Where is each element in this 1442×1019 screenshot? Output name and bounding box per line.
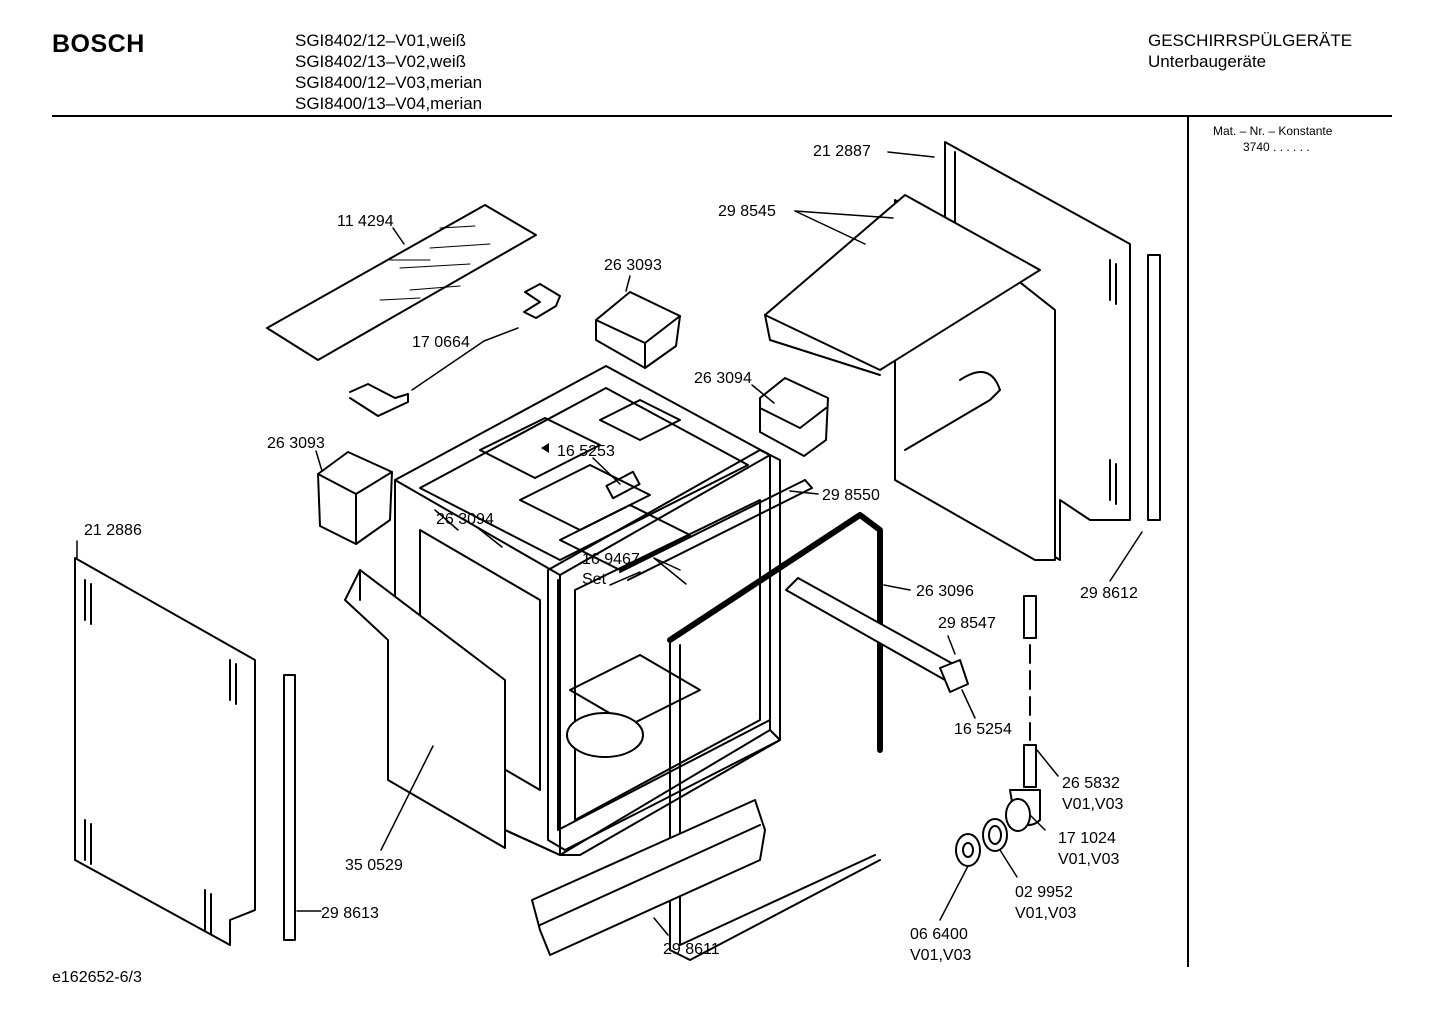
mounting-bracket	[349, 283, 561, 417]
brand-logo: BOSCH	[52, 30, 145, 58]
part-label: 26 5832 V01,V03	[1062, 775, 1124, 813]
model-line: SGI8402/12–V01,weiß	[295, 31, 467, 50]
header-rule	[52, 115, 1392, 117]
model-line: SGI8400/12–V03,merian	[295, 73, 483, 92]
part-label: 26 3096	[916, 583, 974, 600]
part-label: 11 4294	[337, 213, 394, 230]
callout-labels: 21 2887 29 8545 11 4294 26 3093 17 0664 …	[84, 143, 1138, 964]
part-label: 35 0529	[345, 857, 403, 874]
model-line: SGI8400/13–V04,merian	[295, 94, 483, 113]
category-block: GESCHIRRSPÜLGERÄTE Unterbaugeräte	[1148, 30, 1352, 72]
part-label: 16 5253	[557, 443, 615, 460]
water-inlet-hose	[1023, 595, 1037, 788]
elbow-fitting	[1005, 789, 1041, 832]
model-line: SGI8402/13–V02,weiß	[295, 52, 467, 71]
top-cover-strip	[266, 204, 537, 361]
material-number-value: 3740 . . . . . .	[1243, 140, 1310, 154]
part-label: 26 3093	[604, 257, 662, 274]
part-label: 29 8611	[663, 941, 720, 958]
side-seal-strip	[283, 254, 1161, 941]
part-label: 21 2887	[813, 143, 871, 160]
part-label: 29 8545	[718, 203, 776, 220]
part-label: 21 2886	[84, 522, 142, 539]
hinge-bracket	[317, 291, 681, 545]
leader-lines	[76, 151, 1143, 936]
door-seal-frame	[547, 449, 781, 851]
spray-arm-tube	[785, 577, 969, 693]
part-label: 26 3094	[436, 511, 494, 528]
side-panel-divider	[1187, 116, 1189, 967]
model-list: SGI8402/12–V01,weiß SGI8402/13–V02,weiß …	[295, 30, 482, 114]
document-id: e162652-6/3	[52, 969, 142, 986]
front-plinth-panel	[344, 569, 506, 849]
top-seal-strip	[619, 479, 813, 581]
seal-ring	[982, 818, 1008, 852]
arrow-marker	[541, 443, 549, 453]
part-label: 29 8547	[938, 615, 996, 632]
part-label: 29 8613	[321, 905, 379, 922]
part-label: 17 1024 V01,V03	[1058, 830, 1120, 868]
part-label: 26 3093	[267, 435, 325, 452]
filter-washer	[955, 833, 981, 867]
part-label: 16 5254	[954, 721, 1012, 738]
left-side-panel	[74, 557, 256, 946]
part-label: 17 0664	[412, 334, 470, 351]
insulation-shelf	[764, 194, 1056, 561]
material-number-label: Mat. – Nr. – Konstante	[1213, 124, 1333, 138]
kick-plate	[531, 799, 766, 956]
part-label: 06 6400 V01,V03	[910, 926, 972, 964]
part-label: 16 9467 Set	[582, 551, 644, 588]
part-label: 29 8612	[1080, 585, 1138, 602]
category-title: GESCHIRRSPÜLGERÄTE	[1148, 31, 1353, 50]
part-label: 02 9952 V01,V03	[1015, 884, 1077, 922]
category-subtitle: Unterbaugeräte	[1148, 52, 1267, 71]
part-label: 29 8550	[822, 487, 880, 504]
part-label: 26 3094	[694, 370, 752, 387]
